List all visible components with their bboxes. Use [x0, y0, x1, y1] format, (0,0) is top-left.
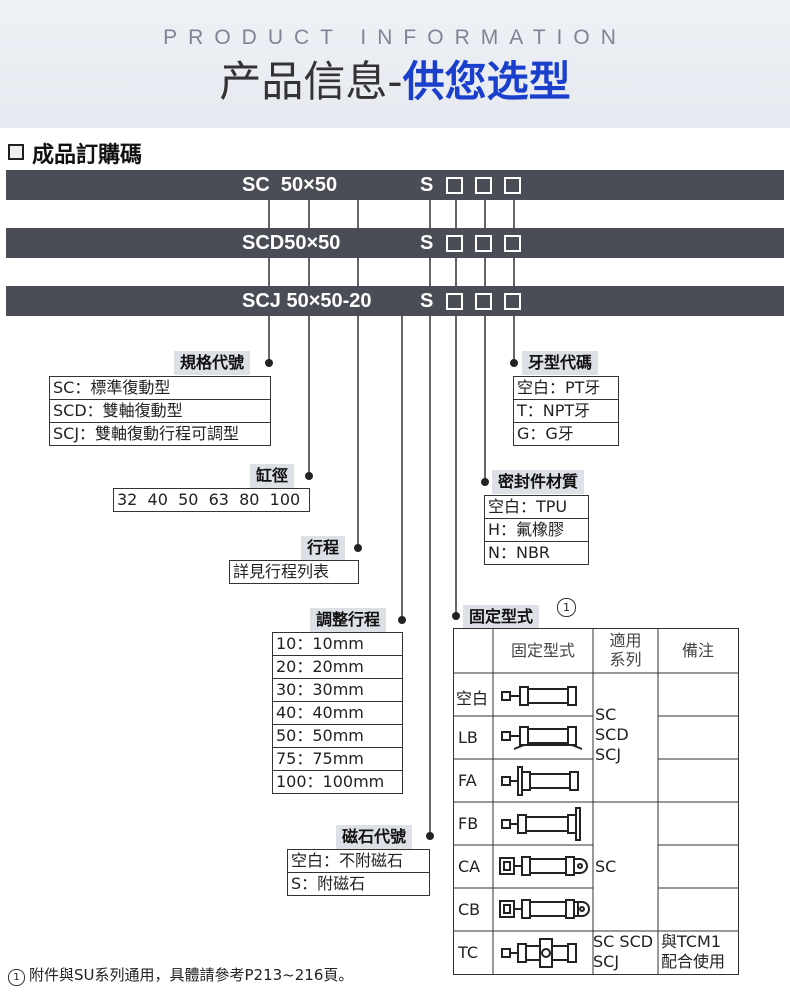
- mount-header-remark: 備注: [681, 641, 714, 660]
- mount-header-series: 適用 系列: [609, 631, 642, 669]
- seal-label: 密封件材質: [492, 470, 585, 494]
- pointer-dot: [305, 472, 313, 480]
- mount-code: CB: [458, 900, 481, 919]
- mount-table-grid: [454, 629, 738, 974]
- adjust-table: 10：10mm 20：20mm 30：30mm 40：40mm 50：50mm …: [272, 632, 403, 794]
- adjust-row: 30：30mm: [273, 679, 402, 702]
- cylinder-cb-icon: [499, 899, 590, 919]
- pointer-dot: [265, 359, 273, 367]
- mount-code: LB: [458, 728, 478, 747]
- header-banner: [0, 0, 790, 128]
- spec-label: 規格代號: [174, 351, 251, 375]
- adjust-row: 75：75mm: [273, 748, 402, 771]
- magnet-row: S：附磁石: [291, 874, 366, 893]
- adjust-row: 20：20mm: [273, 656, 402, 679]
- code-band-scj: SCJ 50×50-20 S: [6, 286, 784, 316]
- code-box: [504, 293, 521, 310]
- cylinder-lb-icon: [501, 726, 583, 750]
- pointer-dot: [354, 544, 362, 552]
- pointer-dot: [510, 359, 518, 367]
- magnet-row: 空白：不附磁石: [288, 850, 429, 873]
- thread-label: 牙型代碼: [522, 351, 599, 375]
- code-box: [504, 177, 521, 194]
- code-box: [475, 293, 492, 310]
- mount-code: FB: [458, 814, 479, 833]
- code-box: [475, 235, 492, 252]
- title-part-2: 供您选型: [402, 57, 571, 106]
- code-box: [446, 235, 463, 252]
- stroke-label: 行程: [301, 536, 346, 560]
- cylinder-tc-icon: [501, 938, 577, 968]
- adjust-row: 50：50mm: [273, 725, 402, 748]
- thread-row: G：G牙: [517, 424, 574, 443]
- bore-value: 32 40 50 63 80 100: [117, 490, 301, 509]
- cylinder-basic-icon: [501, 686, 577, 706]
- code-scd: SCD50×50: [242, 232, 341, 254]
- mount-label: 固定型式: [463, 605, 540, 629]
- cylinder-fa-icon: [501, 766, 579, 796]
- seal-table: 空白：TPU H：氟橡膠 N：NBR: [484, 495, 589, 565]
- footnote-text: 附件與SU系列通用，具體請參考P213~216頁。: [29, 966, 354, 984]
- pointer-dot: [452, 612, 460, 620]
- code-band-sc: SC 50×50 S: [6, 170, 784, 200]
- stroke-table: 詳見行程列表: [229, 560, 359, 584]
- code-s: S: [420, 232, 434, 254]
- magnet-label: 磁石代號: [336, 825, 413, 849]
- code-sc: SC 50×50: [242, 174, 338, 196]
- seal-row: N：NBR: [488, 543, 551, 562]
- mount-series-group: SC SCD SCJ: [595, 705, 629, 764]
- spec-table: SC：標準復動型 SCD：雙軸復動型 SCJ：雙軸復動行程可調型: [49, 376, 271, 446]
- mount-code: TC: [458, 943, 479, 962]
- seal-row: 空白：TPU: [485, 496, 588, 519]
- code-scj: SCJ 50×50-20: [242, 290, 372, 312]
- cylinder-fb-icon: [501, 807, 581, 841]
- adjust-row: 40：40mm: [273, 702, 402, 725]
- mount-series-tc: SC SCD SCJ: [593, 932, 654, 971]
- pointer-dot: [481, 478, 489, 486]
- mount-table: 固定型式 適用 系列 備注 空白 LB FA FB CA CB TC SC SC…: [453, 628, 739, 975]
- thread-row: 空白：PT牙: [514, 377, 618, 400]
- section-title-text: 成品訂購碼: [32, 143, 143, 168]
- stroke-value: 詳見行程列表: [233, 562, 330, 581]
- code-box: [504, 235, 521, 252]
- code-band-scd: SCD50×50 S: [6, 228, 784, 258]
- seal-row: H：氟橡膠: [485, 519, 588, 542]
- title-part-1: 产品信息-: [219, 57, 403, 106]
- adjust-row: 10：10mm: [273, 633, 402, 656]
- code-s: S: [420, 174, 434, 196]
- circled-number-icon: 1: [557, 598, 576, 617]
- pointer-dot: [398, 616, 406, 624]
- thread-row: T：NPT牙: [514, 400, 618, 423]
- magnet-table: 空白：不附磁石 S：附磁石: [287, 849, 430, 896]
- bore-table: 32 40 50 63 80 100: [113, 488, 310, 512]
- thread-table: 空白：PT牙 T：NPT牙 G：G牙: [513, 376, 619, 446]
- adjust-label: 調整行程: [310, 608, 387, 632]
- spec-row: SC：標準復動型: [50, 377, 270, 400]
- mount-series-group: SC: [595, 857, 617, 876]
- adjust-row: 100：100mm: [276, 772, 385, 791]
- code-box: [446, 177, 463, 194]
- mount-header-type: 固定型式: [510, 641, 575, 660]
- spec-row: SCJ：雙軸復動行程可調型: [53, 424, 240, 443]
- bore-label: 缸徑: [250, 464, 295, 488]
- header-english-title: PRODUCT INFORMATION: [163, 26, 627, 49]
- page-title: 产品信息-供您选型: [0, 56, 790, 108]
- mount-remark-tc: 與TCM1 配合使用: [661, 932, 726, 971]
- square-bullet-icon: [8, 144, 24, 160]
- pointer-dot: [426, 832, 434, 840]
- cylinder-ca-icon: [499, 856, 588, 876]
- circled-number-icon: 1: [8, 969, 25, 986]
- code-box: [446, 293, 463, 310]
- spec-row: SCD：雙軸復動型: [50, 400, 270, 423]
- mount-code: 空白: [456, 689, 489, 708]
- mount-code: FA: [458, 771, 477, 790]
- code-s: S: [420, 290, 434, 312]
- code-box: [475, 177, 492, 194]
- section-title: 成品訂購碼: [8, 137, 142, 169]
- mount-code: CA: [458, 857, 481, 876]
